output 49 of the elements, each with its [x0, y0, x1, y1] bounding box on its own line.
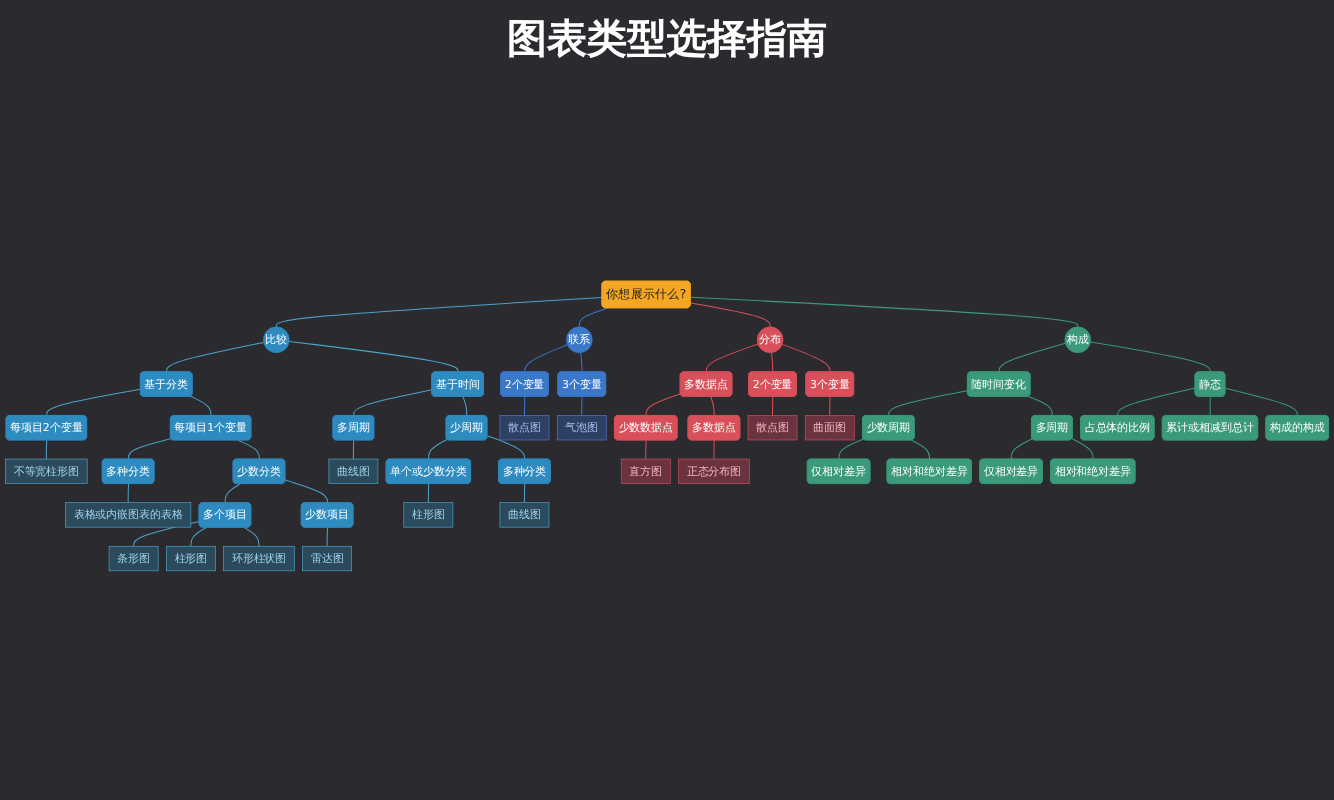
- connector: [705, 343, 759, 373]
- connector: [523, 483, 526, 504]
- connector: [462, 396, 468, 417]
- connector: [427, 483, 430, 504]
- diagram-title: 图表类型选择指南: [505, 12, 829, 66]
- connector: [524, 344, 568, 373]
- connector: [888, 390, 969, 417]
- connector: [127, 483, 129, 504]
- connector: [838, 438, 865, 460]
- connector: [690, 302, 771, 328]
- connector: [645, 393, 682, 417]
- connector: [710, 396, 715, 417]
- connector: [46, 388, 142, 417]
- connector: [284, 479, 328, 504]
- connector: [1224, 387, 1299, 417]
- connector: [166, 341, 265, 373]
- connector: [1209, 396, 1211, 417]
- connector: [645, 439, 647, 460]
- connector: [486, 435, 526, 460]
- connector: [243, 527, 260, 547]
- connector: [1027, 395, 1053, 417]
- connector: [45, 439, 48, 460]
- connector: [1071, 438, 1094, 460]
- connector: [1090, 341, 1211, 373]
- connector: [428, 438, 448, 460]
- connector: [224, 483, 241, 504]
- connector: [781, 343, 831, 373]
- connector: [326, 527, 328, 547]
- connector: [911, 439, 931, 460]
- connector: [713, 439, 715, 460]
- connector: [353, 389, 433, 417]
- connector: [275, 297, 603, 328]
- connector: [288, 340, 459, 373]
- connector: [1010, 438, 1033, 460]
- connector: [690, 296, 1079, 328]
- connector: [829, 396, 831, 416]
- connector: [127, 438, 172, 460]
- connector: [352, 439, 355, 460]
- connector: [772, 396, 774, 416]
- connector: [190, 527, 207, 547]
- connector: [581, 396, 583, 416]
- connector: [771, 352, 774, 373]
- connector: [237, 439, 260, 460]
- connector: [580, 352, 583, 373]
- connector: [1117, 387, 1196, 417]
- connector: [998, 342, 1066, 373]
- connector: [190, 395, 212, 417]
- connector: [578, 307, 609, 328]
- connector: [524, 396, 526, 416]
